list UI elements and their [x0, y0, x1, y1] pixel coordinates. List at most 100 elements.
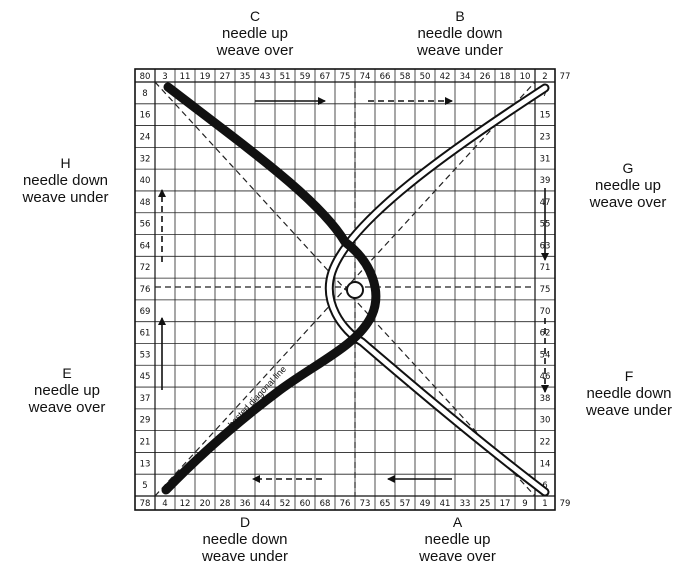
label-h-line2: weave under — [22, 189, 109, 206]
label-g: G needle up weave over — [572, 160, 684, 211]
bottom-number: 12 — [180, 499, 191, 509]
label-e: E needle up weave over — [12, 365, 122, 416]
left-number: 21 — [140, 438, 151, 448]
bottom-number: 28 — [220, 499, 231, 509]
label-f: F needle down weave under — [572, 368, 686, 419]
right-number: 70 — [540, 307, 551, 317]
right-number: 15 — [540, 111, 551, 121]
top-number: 42 — [440, 72, 451, 82]
bottom-number: 33 — [460, 499, 471, 509]
left-number: 40 — [140, 176, 151, 186]
label-b: B needle down weave under — [400, 8, 520, 59]
left-number: 45 — [140, 372, 151, 382]
left-number: 16 — [140, 111, 151, 121]
top-number: 51 — [280, 72, 291, 82]
bottom-number: 36 — [240, 499, 251, 509]
right-number: 38 — [540, 394, 551, 404]
right-number: 6 — [542, 481, 547, 491]
label-h-line1: needle down — [22, 172, 109, 189]
left-number: 5 — [142, 481, 147, 491]
right-number: 46 — [540, 372, 551, 382]
label-b-line1: needle down — [417, 25, 503, 42]
bottom-number: 41 — [440, 499, 451, 509]
left-number: 8 — [142, 89, 147, 99]
label-g-line1: needle up — [595, 177, 661, 194]
bottom-number: 68 — [320, 499, 331, 509]
right-number: 30 — [540, 416, 551, 426]
bottom-number: 76 — [340, 499, 351, 509]
top-number: 67 — [320, 72, 331, 82]
top-number: 74 — [360, 72, 371, 82]
top-number: 19 — [200, 72, 211, 82]
label-h: H needle down weave under — [8, 155, 123, 206]
top-number: 58 — [400, 72, 411, 82]
bottom-number: 78 — [140, 499, 151, 509]
top-number: 80 — [140, 72, 151, 82]
label-e-line2: weave over — [28, 399, 106, 416]
black-thread — [161, 82, 381, 495]
bottom-number: 79 — [560, 499, 571, 509]
top-number: 18 — [500, 72, 511, 82]
left-number: 53 — [140, 350, 151, 360]
direction-arrows — [158, 97, 549, 483]
bottom-number: 17 — [500, 499, 511, 509]
label-d-letter: D — [239, 514, 251, 530]
left-number: 29 — [140, 416, 151, 426]
top-number: 43 — [260, 72, 271, 82]
label-e-line1: needle up — [34, 382, 100, 399]
left-number: 72 — [140, 263, 151, 273]
bottom-number: 20 — [200, 499, 211, 509]
top-number: 34 — [460, 72, 471, 82]
left-number: 69 — [140, 307, 151, 317]
bottom-number: 57 — [400, 499, 411, 509]
right-number: 39 — [540, 176, 551, 186]
label-b-letter: B — [455, 8, 465, 24]
label-a-line1: needle up — [424, 531, 491, 548]
label-c-line2: weave over — [216, 42, 294, 59]
top-number: 11 — [180, 72, 191, 82]
label-e-letter: E — [62, 365, 72, 381]
label-g-letter: G — [622, 160, 634, 176]
label-a-line2: weave over — [419, 548, 496, 565]
left-number: 24 — [140, 132, 151, 142]
label-c-letter: C — [249, 8, 261, 24]
top-number: 2 — [542, 72, 547, 82]
right-number: 71 — [540, 263, 551, 273]
label-d-line1: needle down — [202, 531, 288, 548]
center-hole-icon — [346, 281, 364, 299]
label-f-line2: weave under — [586, 402, 672, 419]
top-number: 10 — [520, 72, 531, 82]
right-number: 14 — [540, 459, 551, 469]
label-c-line1: needle up — [222, 25, 288, 42]
label-f-letter: F — [624, 368, 634, 384]
diagonal-lines — [154, 81, 536, 497]
right-number: 23 — [540, 132, 551, 142]
left-number: 32 — [140, 154, 151, 164]
bottom-number: 25 — [480, 499, 491, 509]
left-number: 61 — [140, 329, 151, 339]
top-number: 35 — [240, 72, 251, 82]
bottom-number: 4 — [162, 499, 167, 509]
label-b-line2: weave under — [417, 42, 503, 59]
left-number: 56 — [140, 220, 151, 230]
right-number: 31 — [540, 154, 551, 164]
label-a: A needle up weave over — [400, 514, 515, 565]
top-number: 66 — [380, 72, 391, 82]
grid-frame — [134, 68, 556, 511]
white-thread — [324, 83, 550, 497]
top-number: 26 — [480, 72, 491, 82]
label-a-letter: A — [452, 514, 463, 530]
bottom-number: 44 — [260, 499, 271, 509]
left-number: 76 — [140, 285, 151, 295]
right-number: 22 — [540, 438, 551, 448]
bottom-number: 52 — [280, 499, 291, 509]
bottom-number: 1 — [542, 499, 547, 509]
right-number: 7 — [542, 89, 547, 99]
diagonal-line-label: basted diagonal line — [226, 364, 288, 429]
top-number: 27 — [220, 72, 231, 82]
bottom-number: 49 — [420, 499, 431, 509]
label-h-letter: H — [60, 155, 71, 171]
right-number: 75 — [540, 285, 551, 295]
